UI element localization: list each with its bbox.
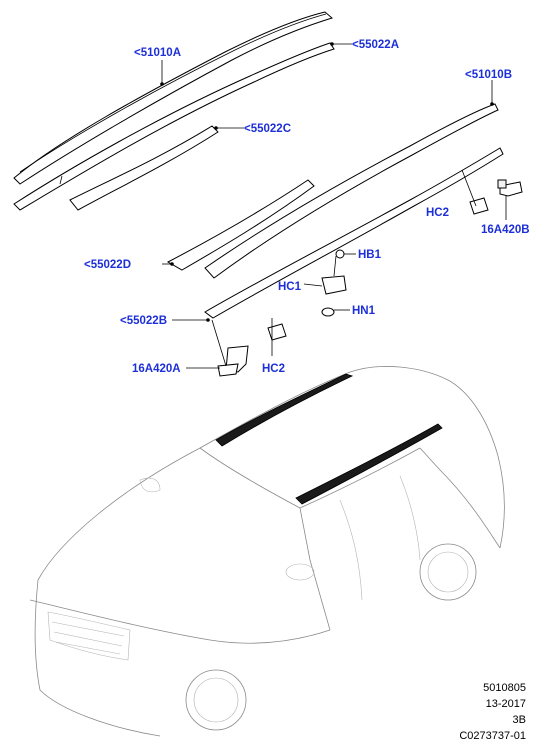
callout-hc1[interactable]: HC1 bbox=[278, 281, 302, 293]
clip-hc2-left bbox=[267, 323, 287, 341]
clip-16a420a bbox=[217, 345, 249, 377]
callout-55022a[interactable]: <55022A bbox=[352, 39, 399, 51]
footer-codes: 5010805 13-2017 3B C0273737-01 bbox=[459, 682, 526, 742]
callout-labels: <51010A <55022A <51010B <55022C <55022D … bbox=[84, 39, 530, 375]
footer-code-3: 3B bbox=[513, 714, 526, 726]
callout-hc2-left[interactable]: HC2 bbox=[262, 363, 285, 375]
clip-hc2-right bbox=[469, 197, 489, 215]
moulding-55022a bbox=[13, 42, 335, 211]
bracket-hc1 bbox=[321, 275, 347, 295]
footer-code-1: 5010805 bbox=[483, 682, 526, 694]
callout-16a420a[interactable]: 16A420A bbox=[132, 363, 181, 375]
callout-55022b[interactable]: <55022B bbox=[120, 315, 167, 327]
callout-51010a[interactable]: <51010A bbox=[134, 47, 181, 59]
roof-rail-51010b bbox=[204, 103, 499, 279]
footer-code-4: C0273737-01 bbox=[459, 730, 526, 742]
leaders bbox=[160, 42, 507, 369]
strip-55022c bbox=[69, 125, 219, 211]
moulding-55022b bbox=[204, 147, 504, 319]
callout-hn1[interactable]: HN1 bbox=[352, 305, 376, 317]
clip-16a420b bbox=[497, 179, 523, 197]
callout-51010b[interactable]: <51010B bbox=[465, 69, 512, 81]
strip-55022d bbox=[166, 179, 315, 271]
callout-16a420b[interactable]: 16A420B bbox=[481, 224, 530, 236]
footer-code-2: 13-2017 bbox=[486, 698, 526, 710]
callout-hb1[interactable]: HB1 bbox=[358, 249, 382, 261]
vehicle-roof-rails bbox=[215, 373, 443, 505]
roof-rail-51010a bbox=[13, 11, 334, 185]
nut-hn1 bbox=[321, 307, 335, 317]
vehicle-outline bbox=[29, 366, 505, 737]
callout-hc2-right[interactable]: HC2 bbox=[426, 207, 449, 219]
callout-55022d[interactable]: <55022D bbox=[84, 259, 131, 271]
bolt-hb1 bbox=[333, 249, 345, 277]
callout-55022c[interactable]: <55022C bbox=[244, 123, 291, 135]
